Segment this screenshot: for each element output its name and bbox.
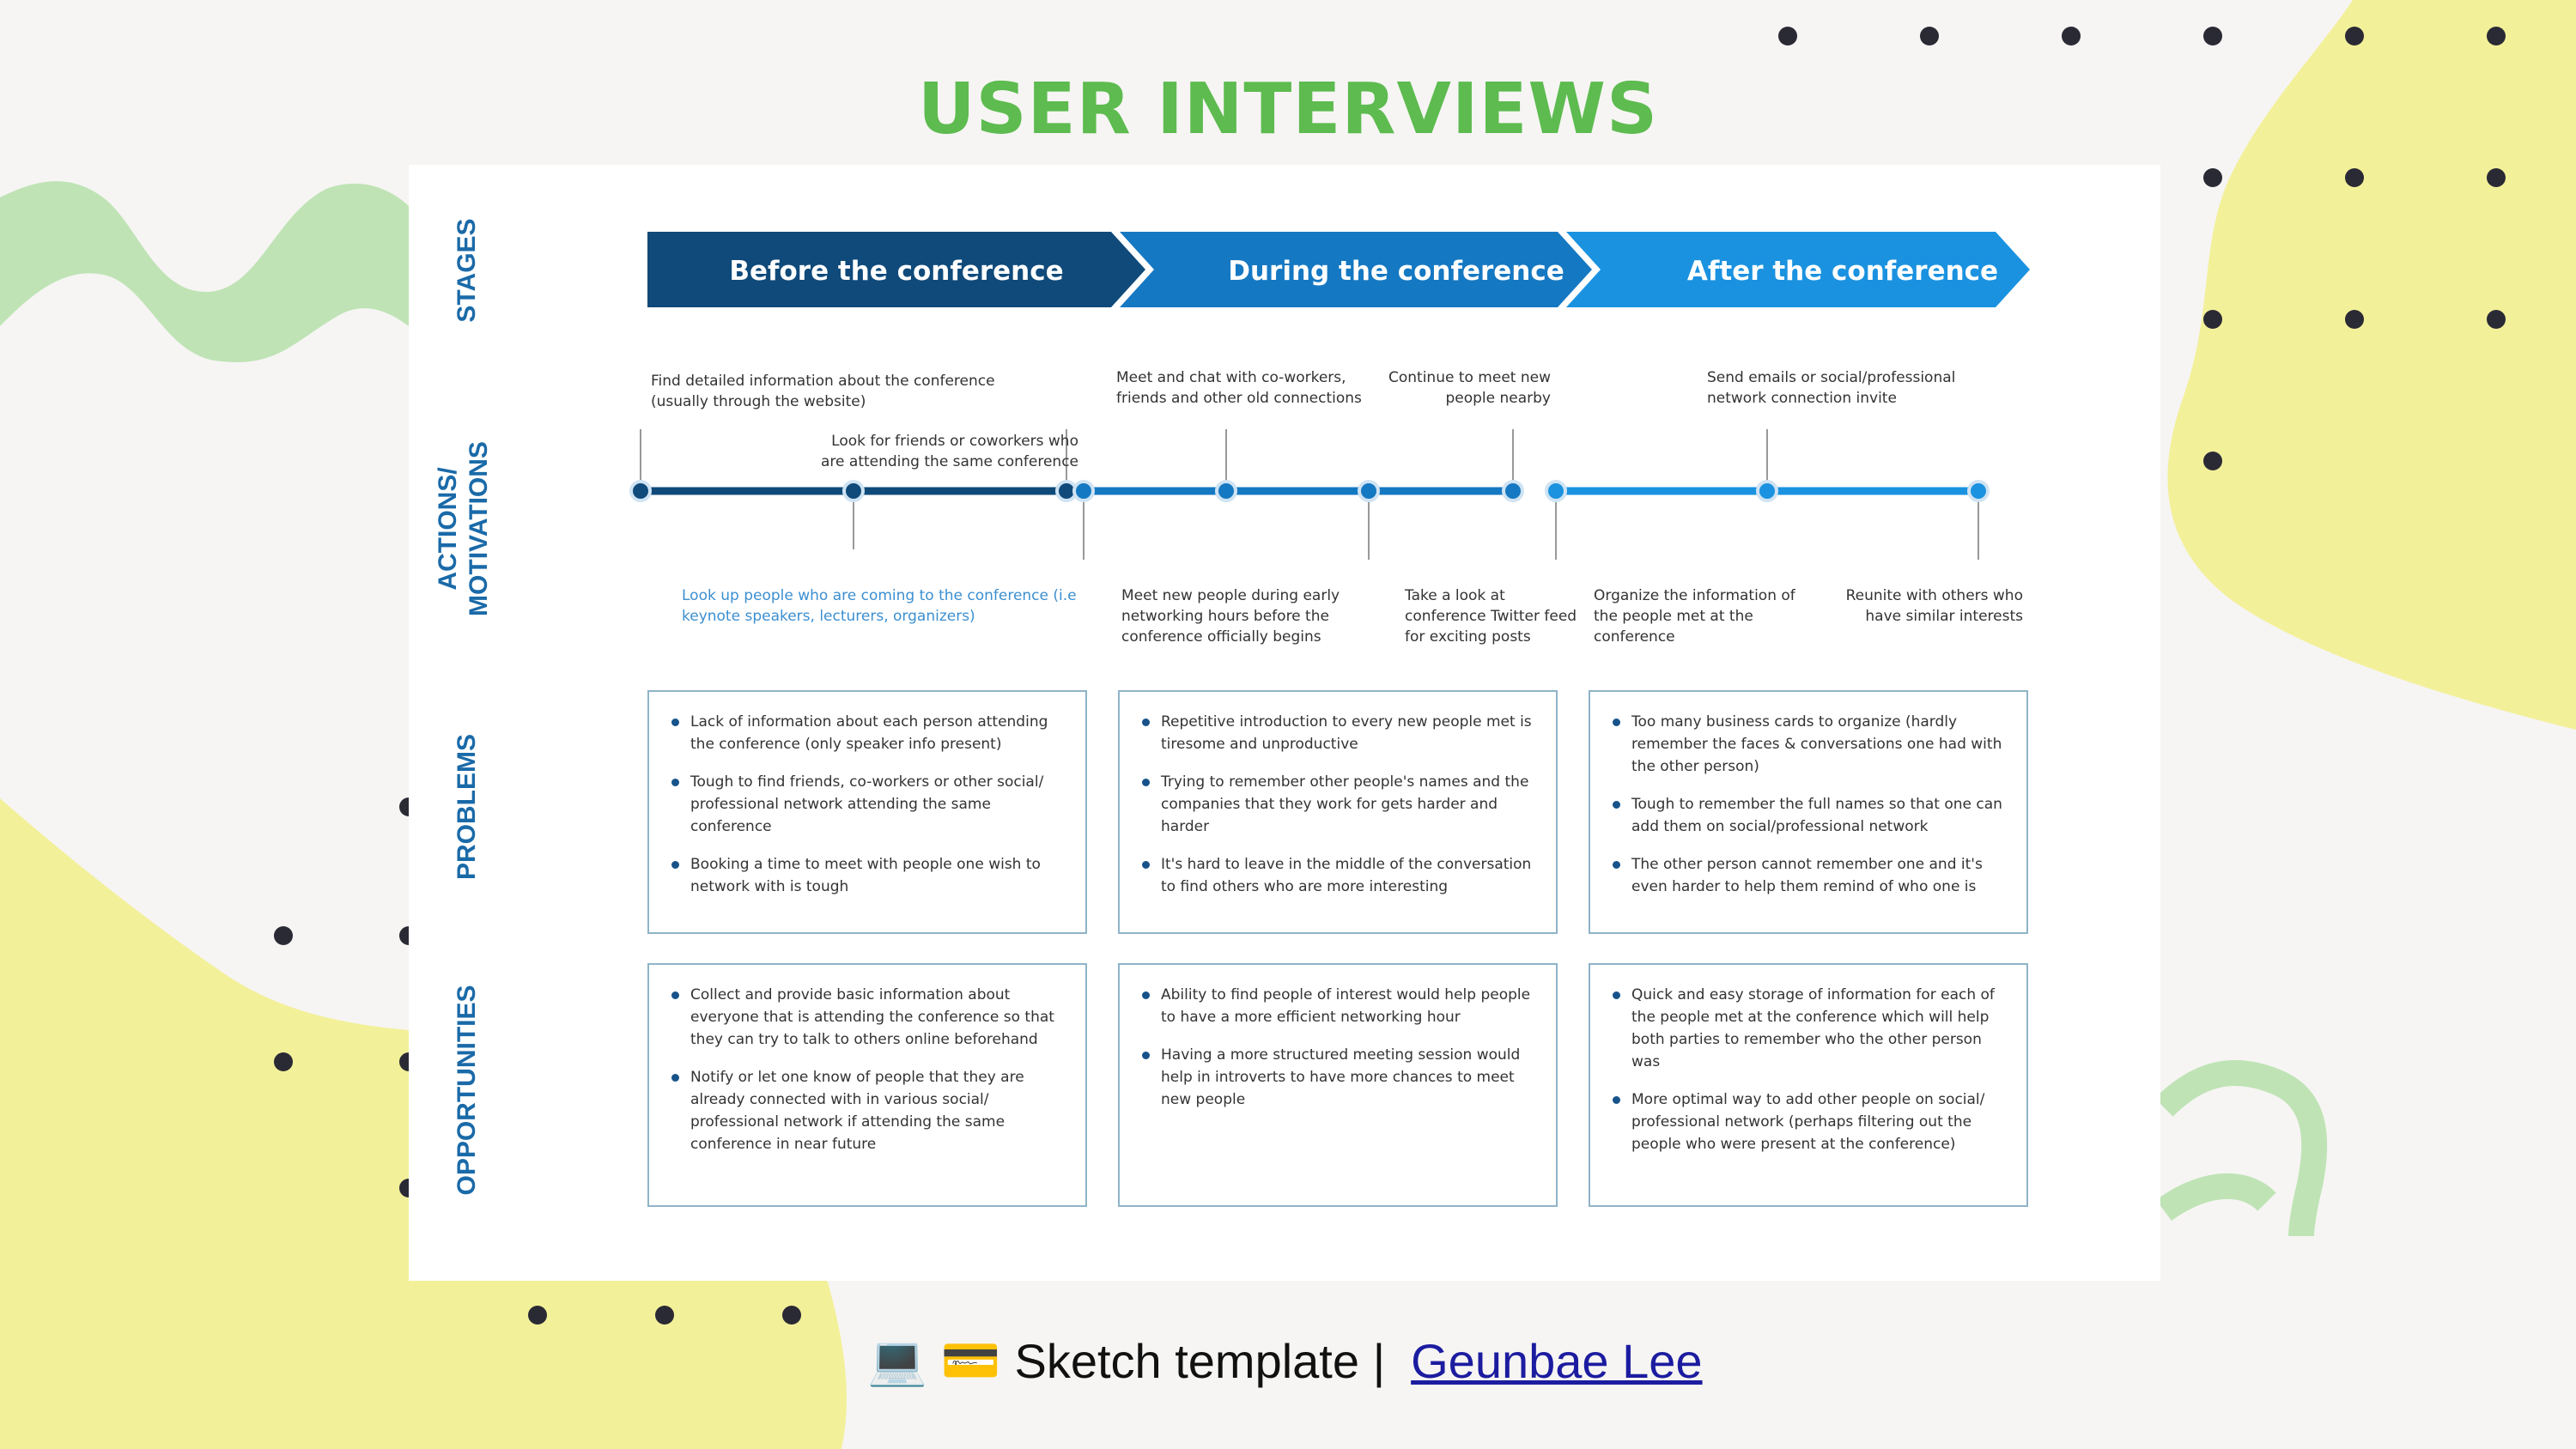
row-label-stages-wrap: STAGES [452,210,483,330]
list-item: Quick and easy storage of information fo… [1613,984,2004,1073]
action-note: Organize the information of the people m… [1594,587,1795,646]
stage-during-label: During the conference [1228,256,1564,287]
row-label-actions-line1: ACTIONS/ [434,467,462,591]
list-item: Collect and provide basic information ab… [671,984,1063,1051]
page-title: USER INTERVIEWS [917,69,1659,150]
journey-map-card: STAGES ACTIONS/ MOTIVATIONS PROBLEMS OPP… [409,165,2160,1281]
row-label-actions: ACTIONS/ MOTIVATIONS [433,417,495,640]
green-wave-left [0,181,409,362]
list-item: More optimal way to add other people on … [1613,1088,2004,1155]
action-note: Send emails or social/professional netwo… [1707,369,1956,407]
credit-card-icon: 💳 [940,1333,1001,1387]
footer-text: Sketch template | [1014,1333,1386,1388]
stage-chevron-after [1566,232,2030,307]
timeline-point [1545,480,1567,502]
action-note: Look up people who are coming to the con… [682,587,1077,625]
problems-box-during: Repetitive introduction to every new peo… [1118,690,1558,934]
timeline-point [629,480,652,502]
timeline-point [1215,480,1237,502]
list-item: The other person cannot remember one and… [1613,853,2004,898]
list-item: It's hard to leave in the middle of the … [1142,853,1534,898]
yellow-blob-top-right [2167,0,2576,730]
action-note: Find detailed information about the conf… [651,373,995,410]
timeline-point [1967,480,1990,502]
list-item: Lack of information about each person at… [671,711,1063,755]
timeline-point [1502,480,1524,502]
stage-before-label: Before the conference [729,256,1064,287]
author-link[interactable]: Geunbae Lee [1411,1333,1703,1388]
footer: 💻 💳 Sketch template | Geunbae Lee [867,1322,1703,1399]
opportunities-box-after: Quick and easy storage of information fo… [1589,963,2028,1207]
opportunities-box-before: Collect and provide basic information ab… [647,963,1087,1207]
timeline-point [1358,480,1380,502]
stage-after-label: After the conference [1686,256,1999,287]
list-item: Too many business cards to organize (har… [1613,711,2004,778]
list-item: Booking a time to meet with people one w… [671,853,1063,898]
list-item: Repetitive introduction to every new peo… [1142,711,1534,755]
list-item: Having a more structured meeting session… [1142,1044,1534,1111]
action-note: Continue to meet new people nearby [1388,369,1551,407]
action-note: Meet new people during early networking … [1121,587,1340,646]
green-hook-right-2 [2156,1173,2276,1222]
problems-box-before: Lack of information about each person at… [647,690,1087,934]
row-label-actions-line2: MOTIVATIONS [465,441,493,616]
row-label-stages-text: STAGES [453,218,481,323]
action-note: Look for friends or coworkers who are at… [821,433,1078,470]
problems-box-after: Too many business cards to organize (har… [1589,690,2028,934]
timeline-point [842,480,865,502]
list-item: Tough to remember the full names so that… [1613,793,2004,838]
laptop-icon: 💻 [867,1333,927,1387]
dot-grid-top-right [1778,27,2506,470]
list-item: Notify or let one know of people that th… [671,1066,1063,1155]
stage-chevron-before [647,232,1145,307]
opportunities-box-during: Ability to find people of interest would… [1118,963,1558,1207]
list-item: Trying to remember other people's names … [1142,771,1534,838]
action-note: Meet and chat with co-workers, friends a… [1116,369,1362,407]
timeline-point [1072,480,1095,502]
timeline-point [1756,480,1778,502]
green-hook-right [2154,1060,2328,1237]
list-item: Tough to find friends, co-workers or oth… [671,771,1063,838]
action-note: Reunite with others who have similar int… [1845,587,2023,625]
action-note: Take a look at conference Twitter feed f… [1405,587,1577,646]
stage-chevrons [647,232,2030,307]
list-item: Ability to find people of interest would… [1142,984,1534,1028]
row-label-problems: PROBLEMS [453,734,481,881]
timeline [629,429,1990,560]
stage-chevron-during [1120,232,1592,307]
row-label-opportunities: OPPORTUNITIES [453,985,481,1196]
